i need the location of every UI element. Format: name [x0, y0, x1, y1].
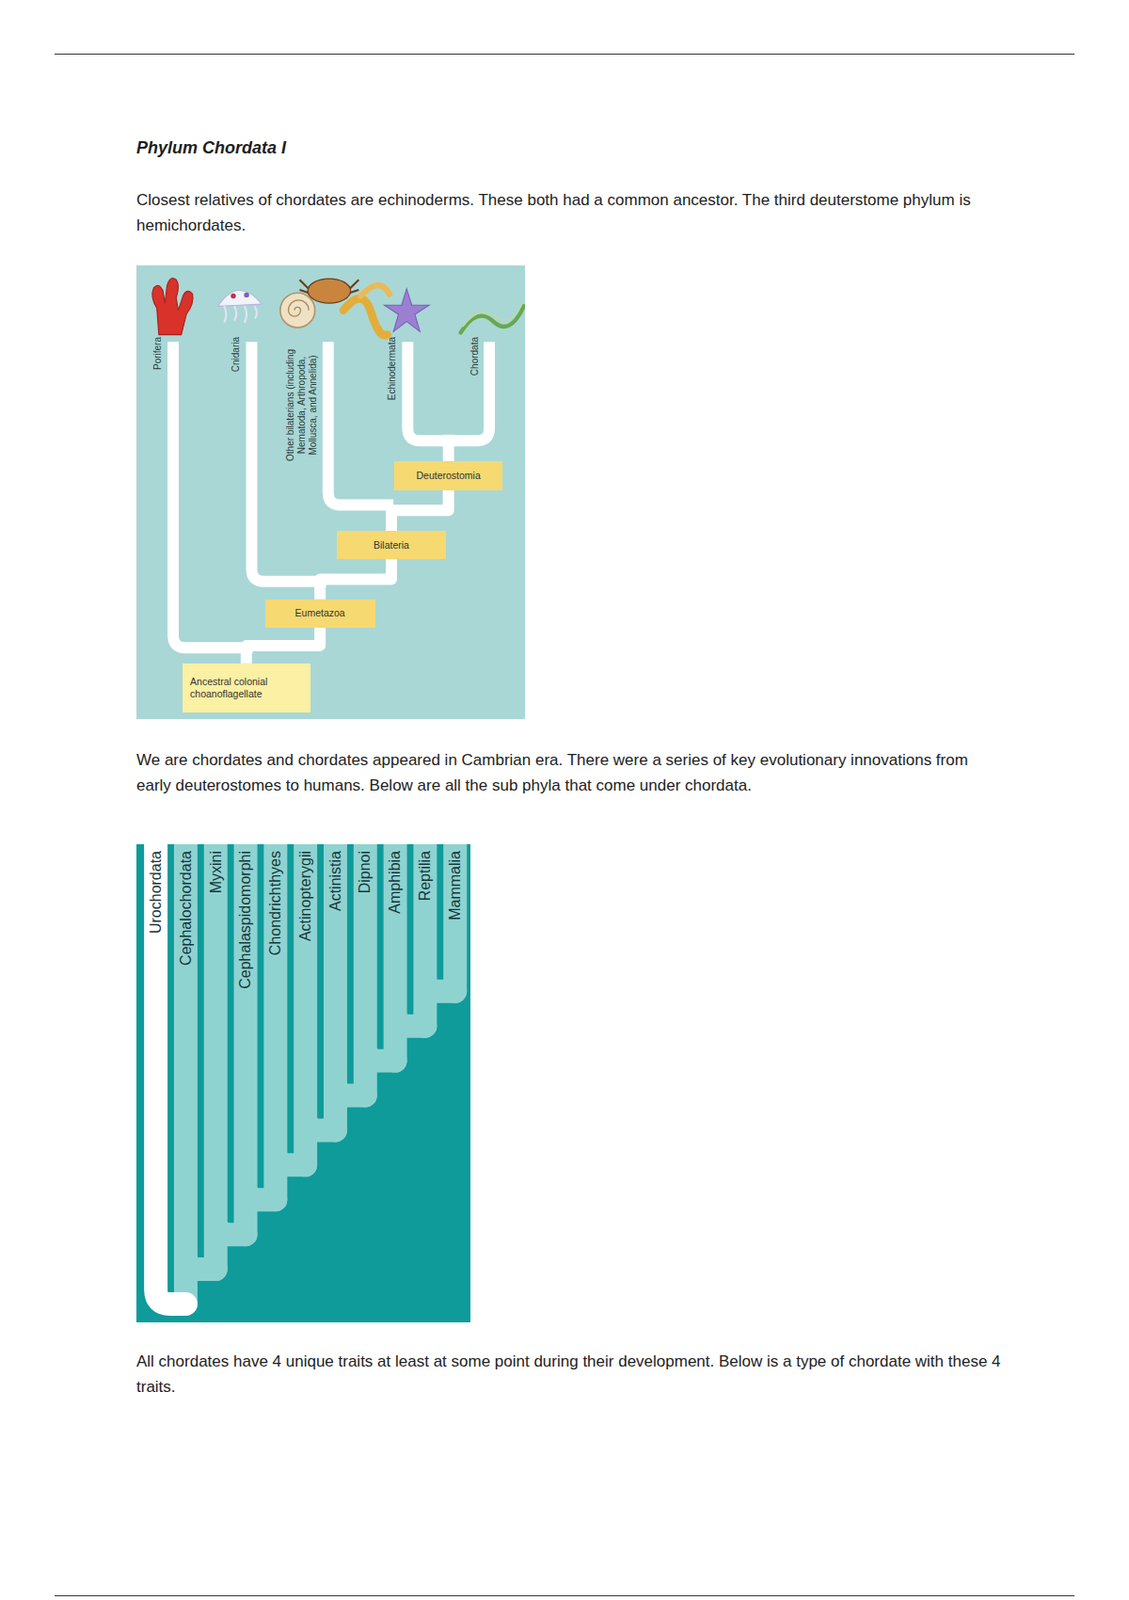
clade-name: Ancestral colonial choanoflagellate — [190, 675, 303, 700]
clade-box: Ancestral colonial choanoflagellate — [182, 663, 311, 713]
taxon-label: Chondrichthyes — [266, 850, 285, 1058]
taxon-label: Reptilia — [415, 850, 434, 1058]
body-paragraph: All chordates have 4 unique traits at le… — [136, 1348, 1002, 1400]
taxon-label: Echinodermata — [386, 336, 398, 441]
taxon-label: Urochordata — [146, 850, 165, 1058]
taxon-label: Myxini — [206, 850, 225, 1058]
taxon-label: Mammalia — [445, 850, 464, 1058]
clade-box: Eumetazoa — [265, 599, 376, 628]
taxon-label: Other bilaterians (including Nematoda, A… — [285, 336, 319, 474]
clade-box: Bilateria — [336, 530, 446, 559]
taxon-label: Cephalochordata — [176, 850, 195, 1058]
taxon-label: Porifera — [152, 336, 164, 413]
page-heading: Phylum Chordata I — [136, 138, 287, 159]
taxon-label: Chordata — [469, 336, 481, 413]
clade-name: Eumetazoa — [295, 606, 346, 620]
phylogeny-figure: Porifera Cnidaria Other bilaterians (inclu… — [136, 265, 525, 719]
taxon-label: Cephalaspidomorphi — [236, 850, 255, 1058]
tree-drawing — [136, 265, 525, 719]
taxon-label: Cnidaria — [230, 336, 242, 413]
clade-name: Bilateria — [373, 539, 410, 552]
taxon-label: Amphibia — [385, 850, 404, 1058]
taxon-label: Dipnoi — [355, 850, 374, 1058]
connector-layer — [136, 265, 525, 719]
clade-name: Deuterostomia — [416, 469, 481, 482]
tree-branch — [391, 490, 449, 531]
clade-box: Deuterostomia — [394, 461, 503, 490]
tree-branch — [246, 627, 320, 664]
taxon-label: Actinopterygii — [296, 850, 315, 1058]
chordate-cladogram: Urochordata Cephalochordata Myxini Cephalas… — [136, 843, 471, 1322]
taxon-label: Actinistia — [326, 850, 345, 1058]
header-rule — [54, 53, 1075, 55]
footer-rule — [54, 1594, 1075, 1596]
body-paragraph: We are chordates and chordates appeared … — [136, 747, 1002, 798]
body-paragraph: Closest relatives of chordates are echin… — [136, 187, 1002, 239]
tree-branch — [319, 558, 392, 599]
